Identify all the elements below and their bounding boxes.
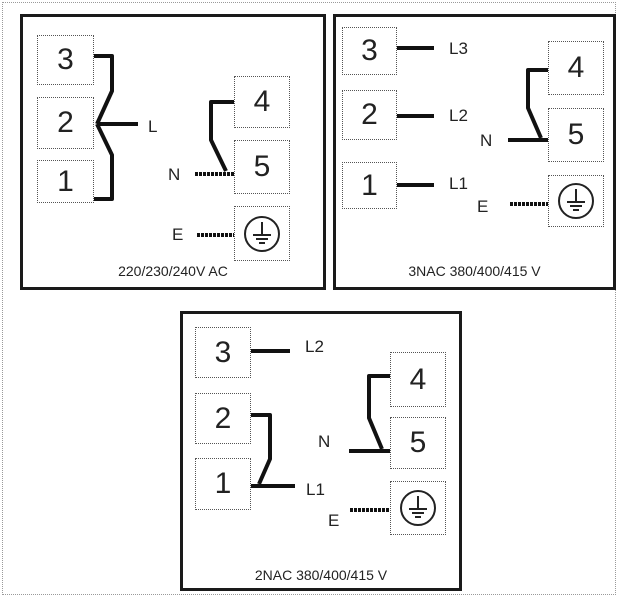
label-L3: L3 <box>449 39 468 58</box>
terminal-3-number: 3 <box>361 34 378 67</box>
terminal-1: 1 <box>342 162 397 209</box>
ground-icon <box>400 490 436 526</box>
terminal-3-number: 3 <box>214 335 232 369</box>
panel-2-caption: 3NAC 380/400/415 V <box>408 263 541 279</box>
terminal-5: 5 <box>390 417 446 469</box>
label-E: E <box>172 225 184 244</box>
terminal-3: 3 <box>195 327 251 378</box>
terminal-3-number: 3 <box>57 43 74 76</box>
ground-icon <box>244 215 280 252</box>
terminal-2-number: 2 <box>361 98 378 131</box>
terminal-4-number: 4 <box>567 51 585 84</box>
terminal-3: 3 <box>342 27 397 75</box>
label-N: N <box>318 432 331 451</box>
label-L1: L1 <box>449 174 468 193</box>
terminal-4-number: 4 <box>253 85 271 118</box>
terminal-4: 4 <box>390 352 446 407</box>
panel-1-caption: 220/230/240V AC <box>118 263 228 279</box>
panel-3-caption: 2NAC 380/400/415 V <box>254 567 388 583</box>
terminal-1: 1 <box>195 458 251 510</box>
terminal-3: 3 <box>37 35 94 85</box>
label-L1: L1 <box>306 480 325 499</box>
terminal-1-number: 1 <box>57 164 74 198</box>
terminal-1-number: 1 <box>361 168 378 202</box>
terminal-4-number: 4 <box>409 362 427 396</box>
wire-3-to-bridge <box>94 54 114 125</box>
terminal-4: 4 <box>234 76 290 128</box>
label-N: N <box>480 131 493 150</box>
terminal-2: 2 <box>37 97 94 149</box>
ground-terminal <box>390 481 446 535</box>
terminal-5-number: 5 <box>409 426 427 459</box>
wire-4-5-jumper <box>526 68 548 139</box>
terminal-1-number: 1 <box>214 467 232 500</box>
terminal-5-number: 5 <box>567 118 585 151</box>
wire-4-5-jumper <box>209 100 234 172</box>
label-L2: L2 <box>305 337 324 356</box>
terminal-5: 5 <box>234 140 290 194</box>
terminal-5: 5 <box>548 108 604 162</box>
terminal-2-number: 2 <box>214 401 232 435</box>
ground-terminal <box>548 175 604 227</box>
label-L: L <box>148 117 158 136</box>
terminal-4: 4 <box>548 41 604 95</box>
ground-terminal <box>234 206 290 261</box>
terminal-2: 2 <box>342 90 397 140</box>
label-E: E <box>477 197 489 216</box>
terminal-5-number: 5 <box>253 150 271 183</box>
ground-icon <box>558 183 594 219</box>
label-L2: L2 <box>449 106 468 125</box>
terminal-2: 2 <box>195 393 251 444</box>
wire-2-1-jumper <box>251 413 272 485</box>
wire-1-to-bridge <box>94 123 114 201</box>
terminal-2-number: 2 <box>57 106 74 139</box>
label-E: E <box>328 511 340 530</box>
wire-4-5-jumper <box>367 374 390 450</box>
label-N: N <box>168 165 181 184</box>
terminal-1: 1 <box>37 160 94 203</box>
